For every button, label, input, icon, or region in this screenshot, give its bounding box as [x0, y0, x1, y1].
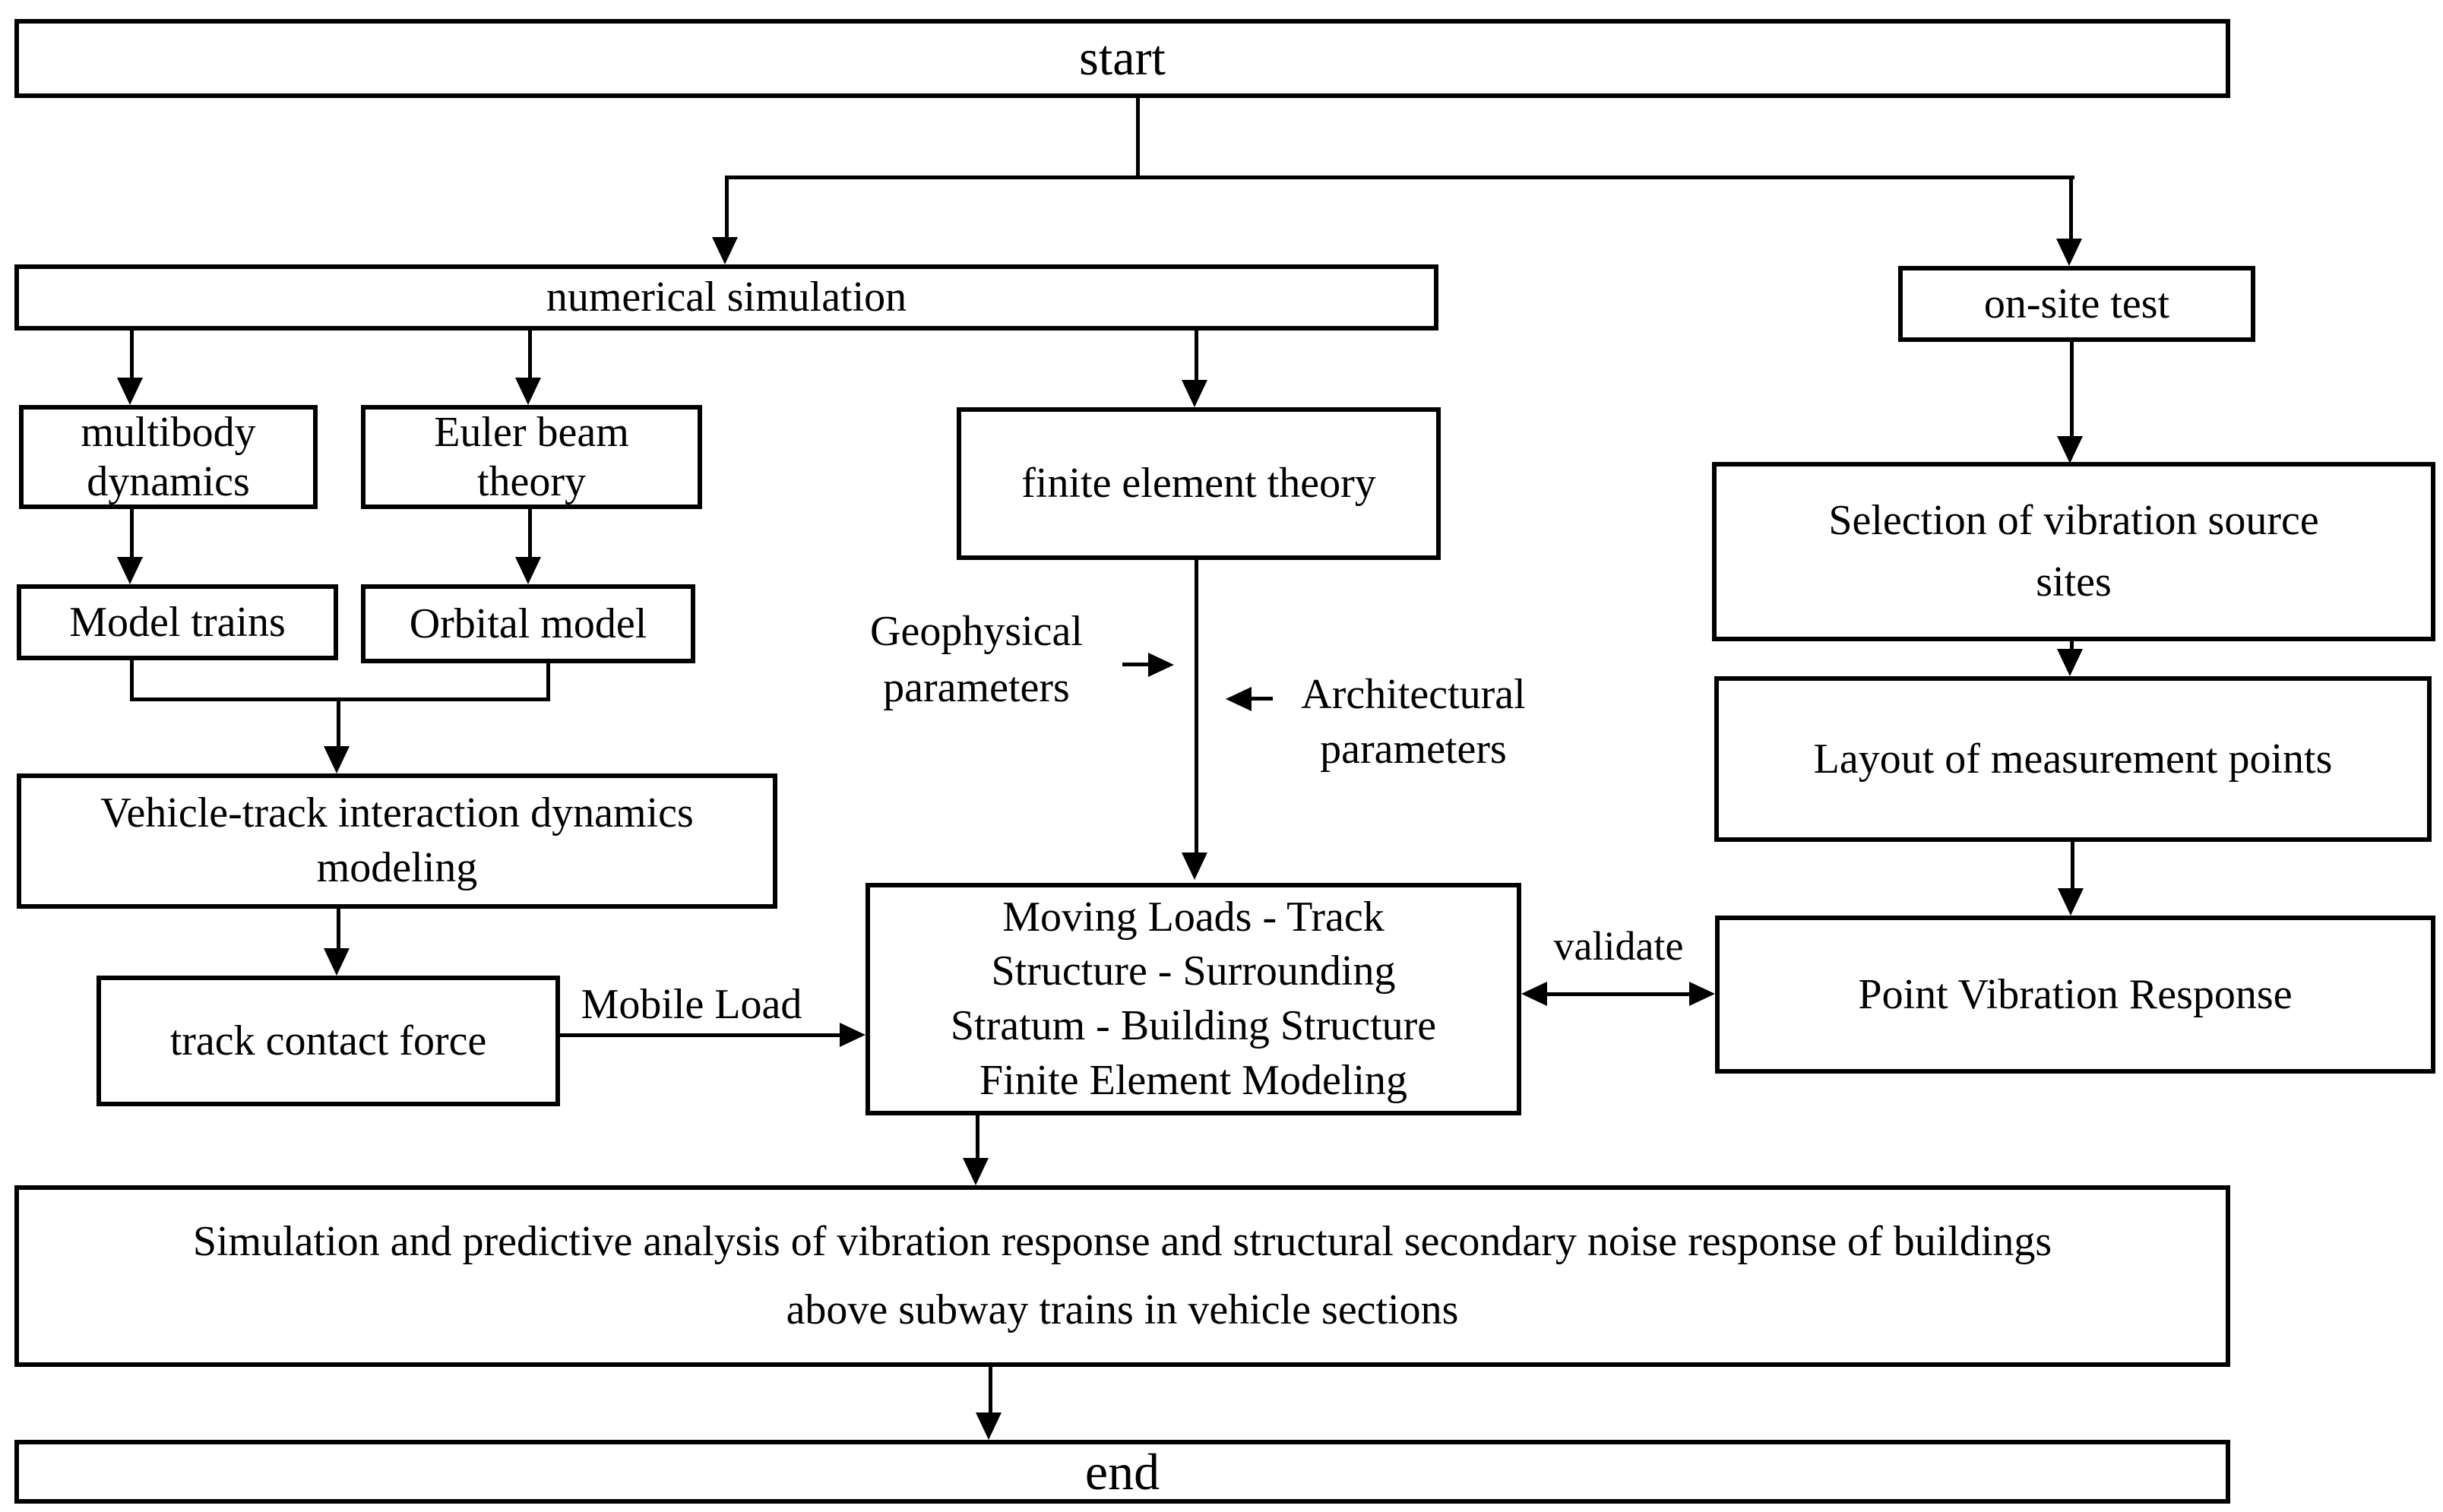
line-start-branch [726, 176, 2074, 179]
line-validate [1547, 992, 1689, 996]
node-orbital-model-label: Orbital model [409, 599, 647, 647]
node-numerical-simulation: numerical simulation [14, 264, 1438, 331]
arrowhead-to-layout-points [2057, 649, 2083, 676]
node-moving-loads-finite-element-modeling: Moving Loads - Track Structure - Surroun… [865, 883, 1521, 1115]
arrowhead-validate-right [1689, 982, 1715, 1006]
line-to-orbital-model [528, 509, 532, 557]
arrowhead-geophysical-right [1148, 653, 1174, 677]
node-vehicle-track-interaction-dynamics-modeling: Vehicle-track interaction dynamics model… [17, 773, 777, 909]
line-to-end [989, 1367, 992, 1412]
arrowhead-to-end [976, 1412, 1002, 1440]
line-to-vehicle-track-modeling [337, 697, 340, 746]
arrowhead-architectural-left [1226, 687, 1252, 711]
node-orbital-model: Orbital model [361, 584, 695, 663]
line-moving-loads-to-simulation [976, 1115, 979, 1158]
node-track-contact-force: track contact force [97, 976, 560, 1106]
line-to-multibody-dynamics [130, 331, 134, 378]
arrowhead-validate-left [1521, 982, 1547, 1006]
line-to-euler-beam-theory [528, 331, 532, 378]
node-on-site-test: on-site test [1898, 266, 2255, 342]
node-on-site-test-label: on-site test [1983, 280, 2170, 327]
node-simulation-predictive-analysis: Simulation and predictive analysis of vi… [14, 1185, 2230, 1367]
node-selection-of-vibration-source-sites: Selection of vibration source sites [1712, 462, 2435, 641]
node-simulation-predictive-analysis-label: Simulation and predictive analysis of vi… [192, 1217, 2052, 1333]
node-finite-element-theory: finite element theory [957, 407, 1441, 560]
line-architectural-arrow-shaft [1252, 697, 1273, 701]
arrowhead-to-euler-beam-theory [515, 378, 541, 405]
line-orbital-model-drop [546, 663, 550, 701]
line-to-track-contact-force [337, 909, 340, 948]
line-to-point-vibration-response [2071, 842, 2074, 888]
node-end-label: end [1084, 1442, 1160, 1501]
node-model-trains-label: Model trains [69, 598, 286, 646]
node-model-trains: Model trains [17, 584, 338, 660]
node-finite-element-theory-label: finite element theory [1021, 460, 1376, 508]
line-model-trains-drop [130, 660, 134, 701]
edge-label-geophysical-parameters: Geophysical parameters [870, 608, 1083, 711]
arrowhead-to-track-contact-force [324, 948, 350, 976]
line-to-model-trains [130, 509, 134, 557]
node-moving-loads-finite-element-modeling-label: Moving Loads - Track Structure - Surroun… [950, 893, 1437, 1104]
arrowhead-mobile-load [840, 1023, 865, 1047]
node-start-label: start [1079, 30, 1166, 87]
arrowhead-to-multibody-dynamics [117, 378, 143, 405]
node-numerical-simulation-label: numerical simulation [546, 274, 907, 321]
node-track-contact-force-label: track contact force [169, 1017, 487, 1064]
arrowhead-to-on-site-test [2056, 239, 2082, 266]
arrowhead-to-point-vibration-response [2058, 888, 2084, 916]
arrowhead-to-numerical-simulation [712, 237, 738, 264]
line-geophysical-arrow-shaft [1122, 663, 1148, 666]
node-point-vibration-response: Point Vibration Response [1715, 916, 2435, 1074]
arrowhead-to-moving-loads [1182, 852, 1207, 880]
line-to-layout-points [2070, 641, 2074, 650]
arrowhead-to-finite-element-theory [1182, 380, 1207, 407]
node-layout-of-measurement-points: Layout of measurement points [1714, 676, 2432, 842]
line-finite-element-to-moving-loads [1195, 560, 1198, 852]
line-to-finite-element-theory [1195, 331, 1198, 380]
edge-label-mobile-load: Mobile Load [581, 981, 802, 1028]
arrowhead-to-vehicle-track-modeling [324, 746, 350, 773]
edge-label-validate: validate [1553, 923, 1684, 969]
node-start: start [14, 19, 2230, 98]
node-euler-beam-theory: Euler beam theory [361, 405, 702, 509]
line-branch-to-on-site-test [2069, 176, 2073, 239]
line-branch-to-numerical-simulation [725, 176, 729, 237]
node-selection-of-vibration-source-sites-label: Selection of vibration source sites [1828, 496, 2319, 606]
line-to-selection-sites [2070, 342, 2074, 436]
arrowhead-to-simulation [963, 1158, 989, 1185]
node-vehicle-track-interaction-dynamics-modeling-label: Vehicle-track interaction dynamics model… [100, 789, 694, 891]
node-euler-beam-theory-label: Euler beam theory [434, 409, 629, 505]
node-multibody-dynamics: multibody dynamics [19, 405, 318, 509]
node-multibody-dynamics-label: multibody dynamics [81, 409, 256, 505]
node-point-vibration-response-label: Point Vibration Response [1858, 970, 2293, 1018]
edge-label-architectural-parameters: Architectural parameters [1301, 671, 1526, 773]
node-layout-of-measurement-points-label: Layout of measurement points [1813, 735, 2333, 783]
line-start-stem [1136, 98, 1140, 178]
line-mobile-load [560, 1033, 840, 1037]
node-end: end [14, 1440, 2230, 1504]
arrowhead-to-orbital-model [515, 557, 541, 584]
arrowhead-to-selection-sites [2057, 436, 2083, 463]
arrowhead-to-model-trains [117, 557, 143, 584]
